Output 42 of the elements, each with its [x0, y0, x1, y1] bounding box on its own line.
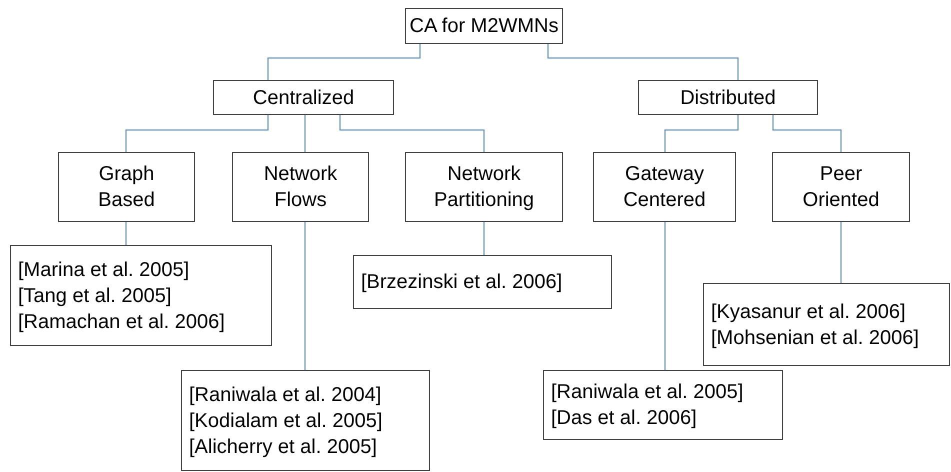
category-box: [638, 80, 818, 115]
category-label: Centralized: [252, 86, 354, 110]
reference-text: [Tang et al. 2005]: [18, 284, 172, 308]
connector-line: [664, 222, 666, 370]
reference-text: [Ramachan et al. 2006]: [18, 310, 225, 334]
connector-line: [304, 114, 306, 152]
category-label: Gateway Centered: [623, 162, 706, 213]
connector-line: [548, 44, 738, 80]
category-box: [405, 8, 563, 44]
category-label: Network Flows: [264, 162, 338, 213]
reference-text: [Kodialam et al. 2005]: [189, 408, 382, 434]
category-label: CA for M2WMNs: [410, 14, 558, 39]
reference-text: [Mohsenian et al. 2006]: [711, 326, 919, 350]
category-label: Peer Oriented: [802, 162, 880, 213]
category-label: Network Partitioning: [434, 162, 534, 213]
category-box: [213, 80, 394, 115]
connector-line: [840, 222, 842, 284]
category-box: [58, 152, 195, 222]
reference-text: [Raniwala et al. 2004]: [189, 382, 382, 408]
category-box: [772, 152, 910, 222]
connector-line: [268, 44, 420, 80]
category-label: Graph Based: [98, 162, 155, 213]
connector-line: [126, 114, 268, 152]
reference-text: [Marina et al. 2005]: [18, 258, 190, 282]
reference-text: [Alicherry et al. 2005]: [189, 434, 377, 460]
category-box: [405, 152, 563, 222]
connector-line: [772, 114, 842, 152]
category-box: [232, 152, 369, 222]
reference-text: [Raniwala et al. 2005]: [551, 380, 744, 405]
connector-line: [664, 114, 738, 152]
connector-line: [304, 222, 306, 370]
category-label: Distributed: [680, 86, 776, 110]
reference-box: [353, 255, 612, 309]
reference-text: [Brzezinski et al. 2006]: [361, 270, 562, 295]
category-box: [593, 152, 736, 222]
reference-text: [Kyasanur et al. 2006]: [711, 300, 906, 324]
reference-box: [543, 370, 783, 440]
connector-line: [340, 114, 484, 152]
reference-text: [Das et al. 2006]: [551, 406, 697, 431]
reference-box: [181, 370, 430, 471]
reference-box: [10, 245, 272, 346]
reference-box: [703, 283, 950, 366]
